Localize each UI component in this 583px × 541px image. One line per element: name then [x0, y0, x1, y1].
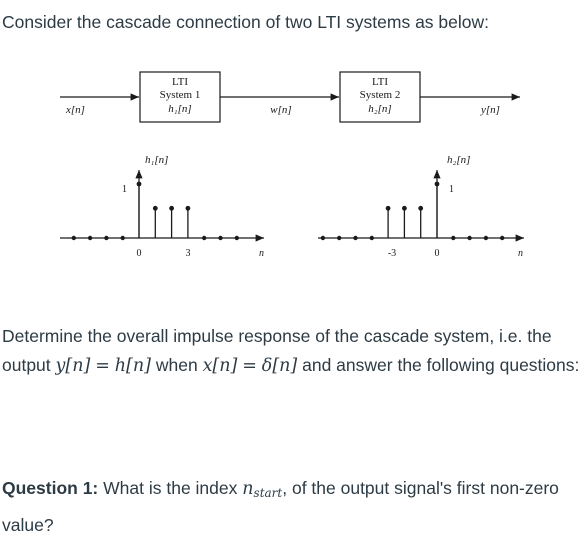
question-1: Question 1: What is the index nstart, of… [2, 472, 580, 541]
plot2-zero-dot [500, 235, 505, 241]
eq1-lhs: y[n] [55, 356, 91, 376]
plot2-tick-0: 0 [435, 248, 440, 259]
plot1-amp-label: 1 [122, 184, 127, 195]
plot1-zero-dot [71, 235, 77, 241]
plot2-zero-dot [467, 235, 472, 241]
plot1-zero-dot [87, 235, 93, 241]
plot2-zero-dot [353, 235, 358, 241]
plot1-stem-dot [185, 205, 191, 211]
system2-line3: h₂[n] [368, 103, 391, 115]
plot2-stem-dot [434, 181, 440, 187]
plot2-zero-dot [483, 235, 489, 241]
system1-line3: h₁[n] [168, 103, 191, 115]
plot1-zero-dot [104, 235, 109, 241]
plot2-axis-label: n [518, 248, 523, 259]
eq2-rhs: δ[n] [261, 356, 298, 376]
paragraph-part2: when [155, 355, 198, 375]
input-label: x[n] [65, 104, 85, 116]
plot1-zero-dot [120, 235, 125, 241]
plot1-stem-dot [169, 205, 175, 211]
intro-text: Consider the cascade connection of two L… [2, 12, 490, 32]
paragraph-part3: and answer the following questions: [302, 355, 580, 375]
eq2-lhs: x[n] [202, 356, 238, 376]
system2-block [339, 71, 421, 123]
eq1-equals: = [95, 356, 110, 376]
plot1-stem-dot [136, 181, 142, 187]
output-label: y[n] [480, 104, 500, 116]
plot2-stem-dot [402, 205, 407, 211]
system1-line2: System 1 [160, 89, 201, 101]
plot1-title: h₁[n] [145, 154, 168, 166]
paragraph-part1: Determine the overall impulse response o… [2, 326, 552, 375]
system2-line1: LTI [372, 76, 388, 88]
plot2-title: h₂[n] [447, 154, 470, 166]
plot1-tick-3: 3 [186, 248, 191, 259]
plot1-zero-dot [218, 235, 223, 241]
plot2-zero-dot [320, 235, 326, 241]
problem-paragraph: Determine the overall impulse response o… [2, 322, 580, 381]
question-text2: , of the output signal's first non-zero … [2, 478, 559, 535]
plot2-tick-m3: -3 [388, 248, 396, 259]
plot2-stem-dot [385, 205, 391, 211]
plot1-zero-dot [202, 235, 207, 241]
plot2-zero-dot [337, 235, 342, 241]
plot1-axis-label: n [259, 248, 264, 259]
plot2-zero-dot [369, 235, 374, 241]
question-sub: start [253, 486, 283, 500]
system2-line2: System 2 [360, 89, 401, 101]
plot2-stem-dot [418, 205, 424, 211]
plot2: h₂[n] 1 -3 0 n [318, 154, 524, 259]
plot2-zero-dot [451, 235, 456, 241]
cascade-diagram: LTI System 1 h₁[n] LTI System 2 h₂[n] x[… [60, 71, 524, 259]
system1-line1: LTI [172, 76, 188, 88]
plot1: h₁[n] 1 0 3 n [60, 154, 264, 259]
question-var: n [242, 479, 254, 499]
eq2-equals: = [242, 356, 257, 376]
plot2-amp-label: 1 [449, 184, 454, 195]
system1-block [139, 71, 221, 123]
plot1-zero-dot [234, 235, 239, 241]
plot1-stem-dot [152, 205, 158, 211]
plot1-tick-0: 0 [137, 248, 142, 259]
middle-label: w[n] [270, 104, 291, 116]
eq1-rhs: h[n] [114, 356, 151, 376]
question-text1: What is the index [103, 478, 238, 498]
question-label: Question 1: [2, 478, 99, 498]
